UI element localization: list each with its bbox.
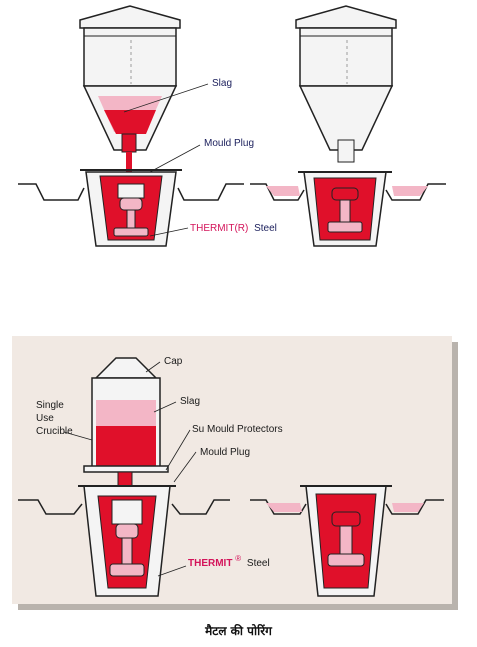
- top-mould-plug-label: Mould Plug: [204, 138, 254, 149]
- top-slag-label: Slag: [212, 78, 232, 89]
- bottom-crucible-label-line3: Crucible: [36, 426, 73, 437]
- bottom-crucible-label-line1: Single: [36, 400, 64, 411]
- bottom-crucible: [83, 357, 169, 524]
- bottom-crucible-label-line2: Use: [36, 413, 54, 424]
- bottom-steel-label-suffix: Steel: [247, 558, 270, 569]
- top-steel-label-prefix: THERMIT(R): [190, 223, 248, 234]
- bottom-mould-plug-label: Mould Plug: [200, 447, 250, 458]
- bottom-protectors-label: Su Mould Protectors: [192, 424, 283, 435]
- top-right-mould: [250, 171, 446, 247]
- bottom-figure: Cap Slag Single Use Crucible Su Mould Pr…: [12, 336, 458, 610]
- bottom-steel-label: THERMIT ® Steel: [188, 553, 270, 569]
- top-steel-label: THERMIT(R) Steel: [190, 223, 277, 234]
- figure-caption: मैटल की पोरिंग: [205, 624, 272, 638]
- top-figure: Slag Mould Plug THERMIT(R) Steel: [18, 5, 446, 247]
- bottom-slag-label: Slag: [180, 396, 200, 407]
- top-right-crucible: [295, 5, 397, 163]
- bottom-steel-label-reg: ®: [235, 554, 241, 563]
- bottom-left-mould: [18, 485, 230, 597]
- top-left-mould: [18, 169, 244, 247]
- top-left-crucible: [79, 5, 181, 196]
- bottom-steel-label-prefix: THERMIT: [188, 558, 232, 569]
- top-steel-label-suffix: Steel: [254, 223, 277, 234]
- bottom-cap-label: Cap: [164, 356, 183, 367]
- bottom-right-mould: [250, 485, 444, 597]
